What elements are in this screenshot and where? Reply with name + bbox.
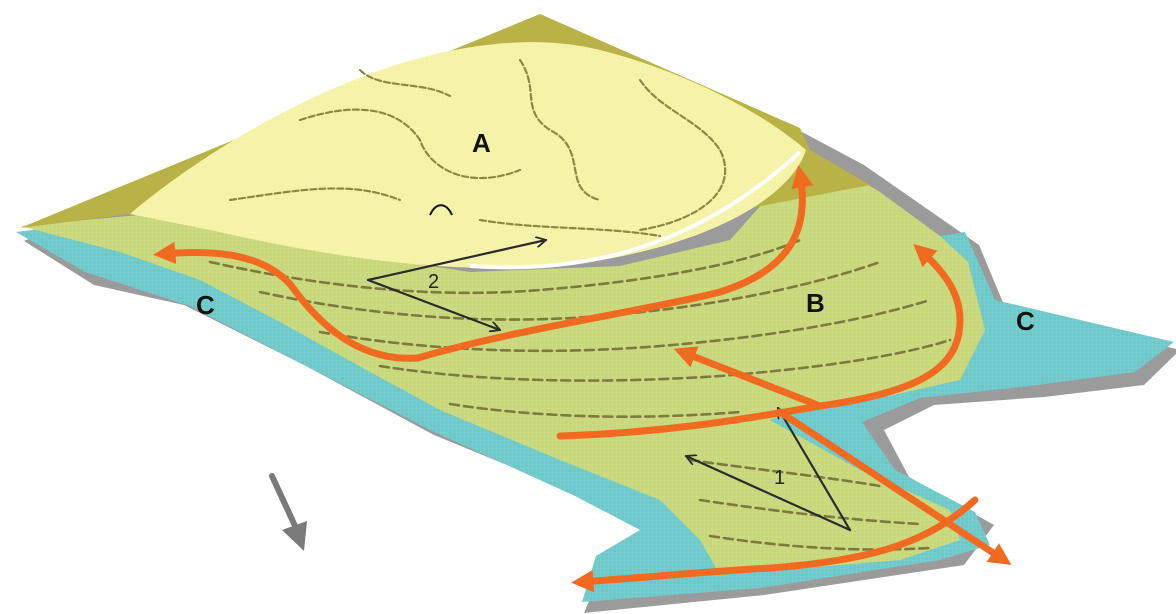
zone-c-left-label: C (196, 290, 215, 320)
zone-c-right-label: C (1016, 306, 1035, 336)
zone-a-label: A (472, 128, 491, 158)
arrow-label-1: 1 (774, 467, 785, 489)
arrow-label-2: 2 (428, 271, 439, 293)
zone-b-label: B (806, 288, 825, 318)
down-right-arrow-icon (272, 476, 307, 551)
